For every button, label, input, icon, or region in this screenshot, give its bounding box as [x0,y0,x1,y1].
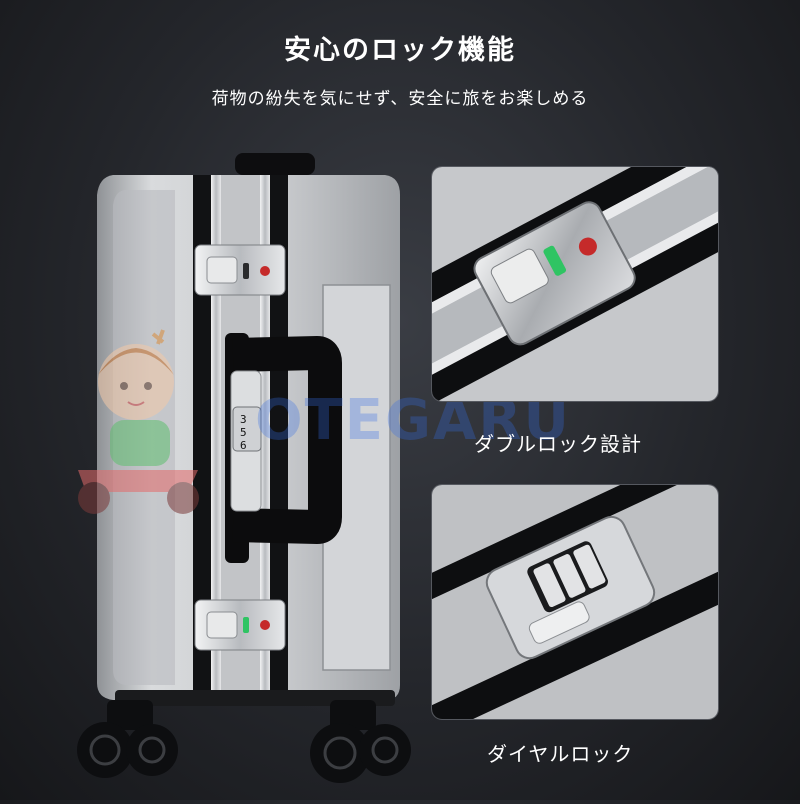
page-title: 安心のロック機能 [284,35,516,66]
dial-lock-caption: ダイヤルロック [487,742,634,766]
double-lock-closeup [432,167,718,401]
lock-digit: 3 [240,413,247,426]
suitcase-illustration: 3 5 6 [55,145,415,800]
double-lock-caption: ダブルロック設計 [474,432,642,456]
lock-digit: 5 [240,426,247,439]
mascot-logo [58,320,228,520]
dial-lock-closeup [432,485,718,719]
page-subtitle: 荷物の紛失を気にせず、安全に旅をお楽しめる [211,89,589,109]
lock-digit: 6 [240,439,247,452]
